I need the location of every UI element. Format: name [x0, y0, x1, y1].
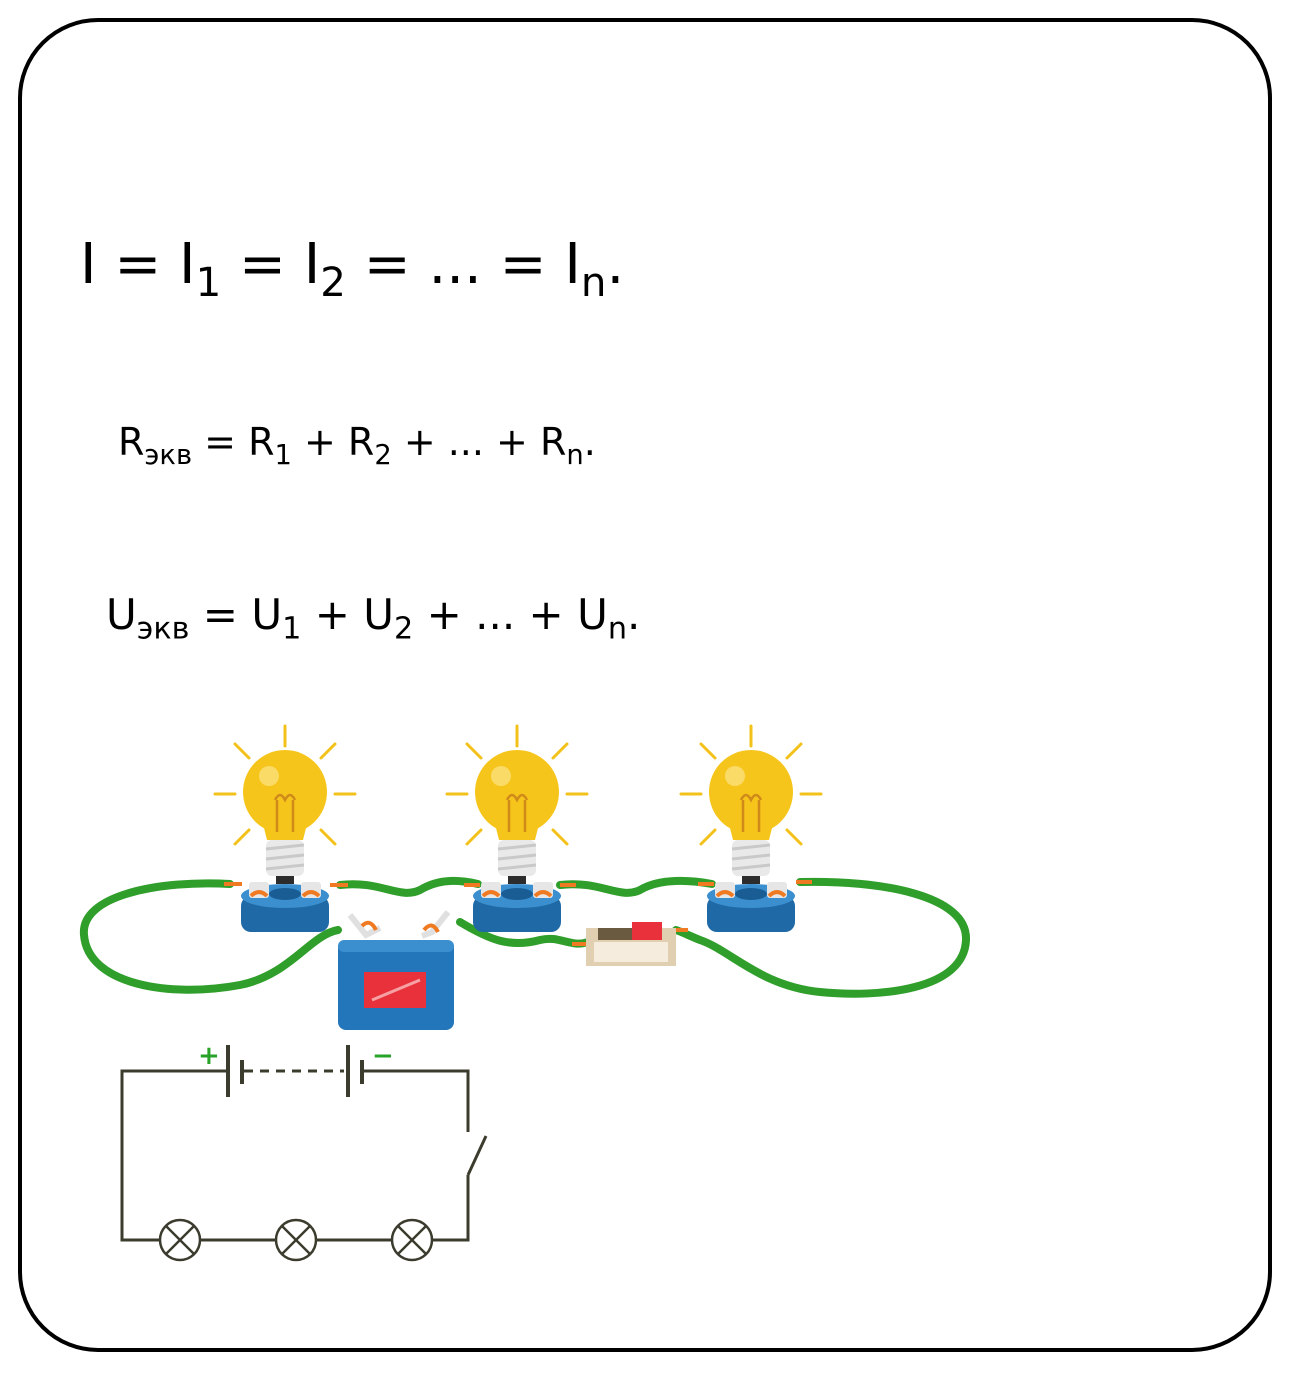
- formula-resistance: Rэкв = R1 + R2 + ... + Rn.: [118, 420, 596, 471]
- card-frame: [18, 18, 1272, 1352]
- plus-sign: +: [198, 1041, 220, 1071]
- schematic-lamp-2-icon: [274, 1218, 318, 1262]
- battery-icon: [338, 910, 454, 1030]
- lamp-1-icon: [213, 724, 357, 934]
- circuit-schematic: [120, 1045, 488, 1242]
- minus-sign: −: [372, 1041, 394, 1071]
- switch-icon: [586, 922, 676, 966]
- lamp-2-icon: [445, 724, 589, 934]
- lamp-3-icon: [679, 724, 823, 934]
- formula-current: I = I1 = I2 = ... = In.: [80, 232, 625, 306]
- schematic-lamp-1-icon: [158, 1218, 202, 1262]
- schematic-lamp-3-icon: [390, 1218, 434, 1262]
- formula-voltage: Uэкв = U1 + U2 + ... + Un.: [106, 590, 641, 647]
- wires: [79, 876, 971, 998]
